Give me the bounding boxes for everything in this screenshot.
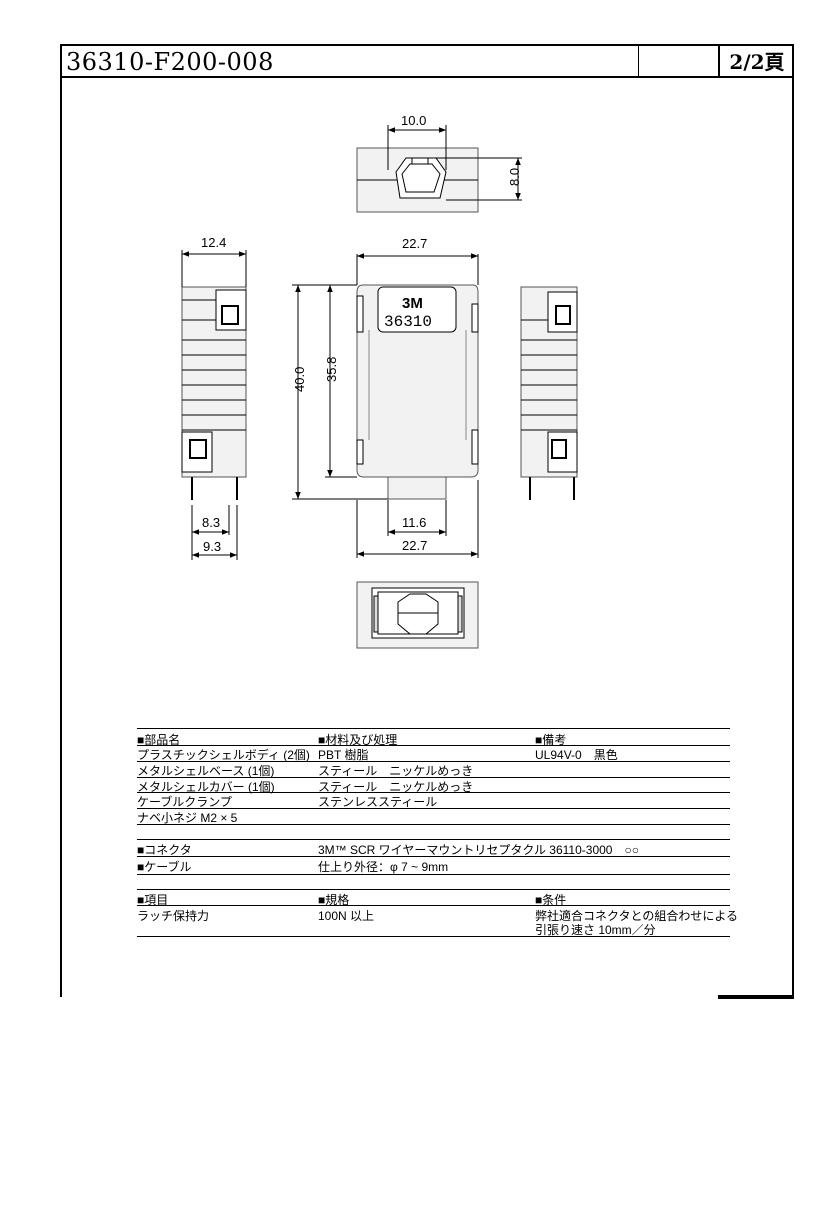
document-number: 36310-F200-008 (66, 48, 274, 76)
header-part-name: ■部品名 (137, 733, 181, 747)
spec-condition-line2: 引張り速さ 10mm／分 (535, 923, 656, 937)
part-remarks: UL94V-0 黒色 (535, 748, 618, 762)
part-name: プラスチックシェルボディ (2個) (137, 748, 310, 762)
header-remarks: ■備考 (535, 733, 567, 747)
part-name: ナベ小ネジ M2 × 5 (137, 811, 238, 825)
spec-value: 100N 以上 (318, 909, 375, 923)
frame-bottom-bar (718, 995, 794, 999)
header-item: ■項目 (137, 893, 169, 907)
part-name: ケーブルクランプ (137, 795, 232, 809)
cable-label: ■ケーブル (137, 860, 192, 874)
part-material: ステンレススティール (318, 795, 438, 809)
part-material: スティール ニッケルめっき (318, 780, 474, 794)
front-view (292, 253, 479, 558)
header-condition: ■条件 (535, 893, 567, 907)
right-side-view (520, 286, 578, 500)
cable-value: 仕上り外径：φ 7 ~ 9mm (318, 860, 449, 874)
page-number: 2/2頁 (718, 46, 794, 76)
dim-side-pin-2: 9.3 (203, 539, 221, 554)
dim-side-width: 12.4 (201, 235, 226, 250)
dim-top-height: 8.0 (507, 168, 522, 186)
dim-bottom-opening: 11.6 (402, 515, 426, 530)
part-material: PBT 樹脂 (318, 748, 369, 762)
part-material: スティール ニッケルめっき (318, 764, 474, 778)
dim-height-body: 35.8 (324, 357, 339, 382)
title-block: 36310-F200-008 2/2頁 (60, 44, 794, 78)
part-name: メタルシェルカバー (1個) (137, 780, 275, 794)
top-view (356, 125, 522, 213)
spec-condition-line1: 弊社適合コネクタとの組合わせによる (535, 909, 739, 923)
part-label: 36310 (384, 313, 432, 331)
header-spec: ■規格 (318, 893, 350, 907)
connector-value: 3M™ SCR ワイヤーマウントリセプタクル 36110-3000 ○○ (318, 843, 639, 857)
dim-side-pin-1: 8.3 (202, 515, 220, 530)
logo-3m: 3M (402, 295, 423, 312)
connector-label: ■コネクタ (137, 843, 192, 857)
spec-item: ラッチ保持力 (137, 909, 210, 923)
dim-front-width-top: 22.7 (402, 236, 427, 251)
left-side-view (181, 250, 247, 560)
dim-front-width-bottom: 22.7 (402, 538, 427, 553)
bottom-view (356, 581, 479, 649)
header-material: ■材料及び処理 (318, 733, 398, 747)
part-name: メタルシェルベース (1個) (137, 764, 275, 778)
dim-top-width: 10.0 (401, 113, 426, 128)
title-empty-cell (638, 46, 719, 76)
dim-height-total: 40.0 (292, 367, 307, 392)
